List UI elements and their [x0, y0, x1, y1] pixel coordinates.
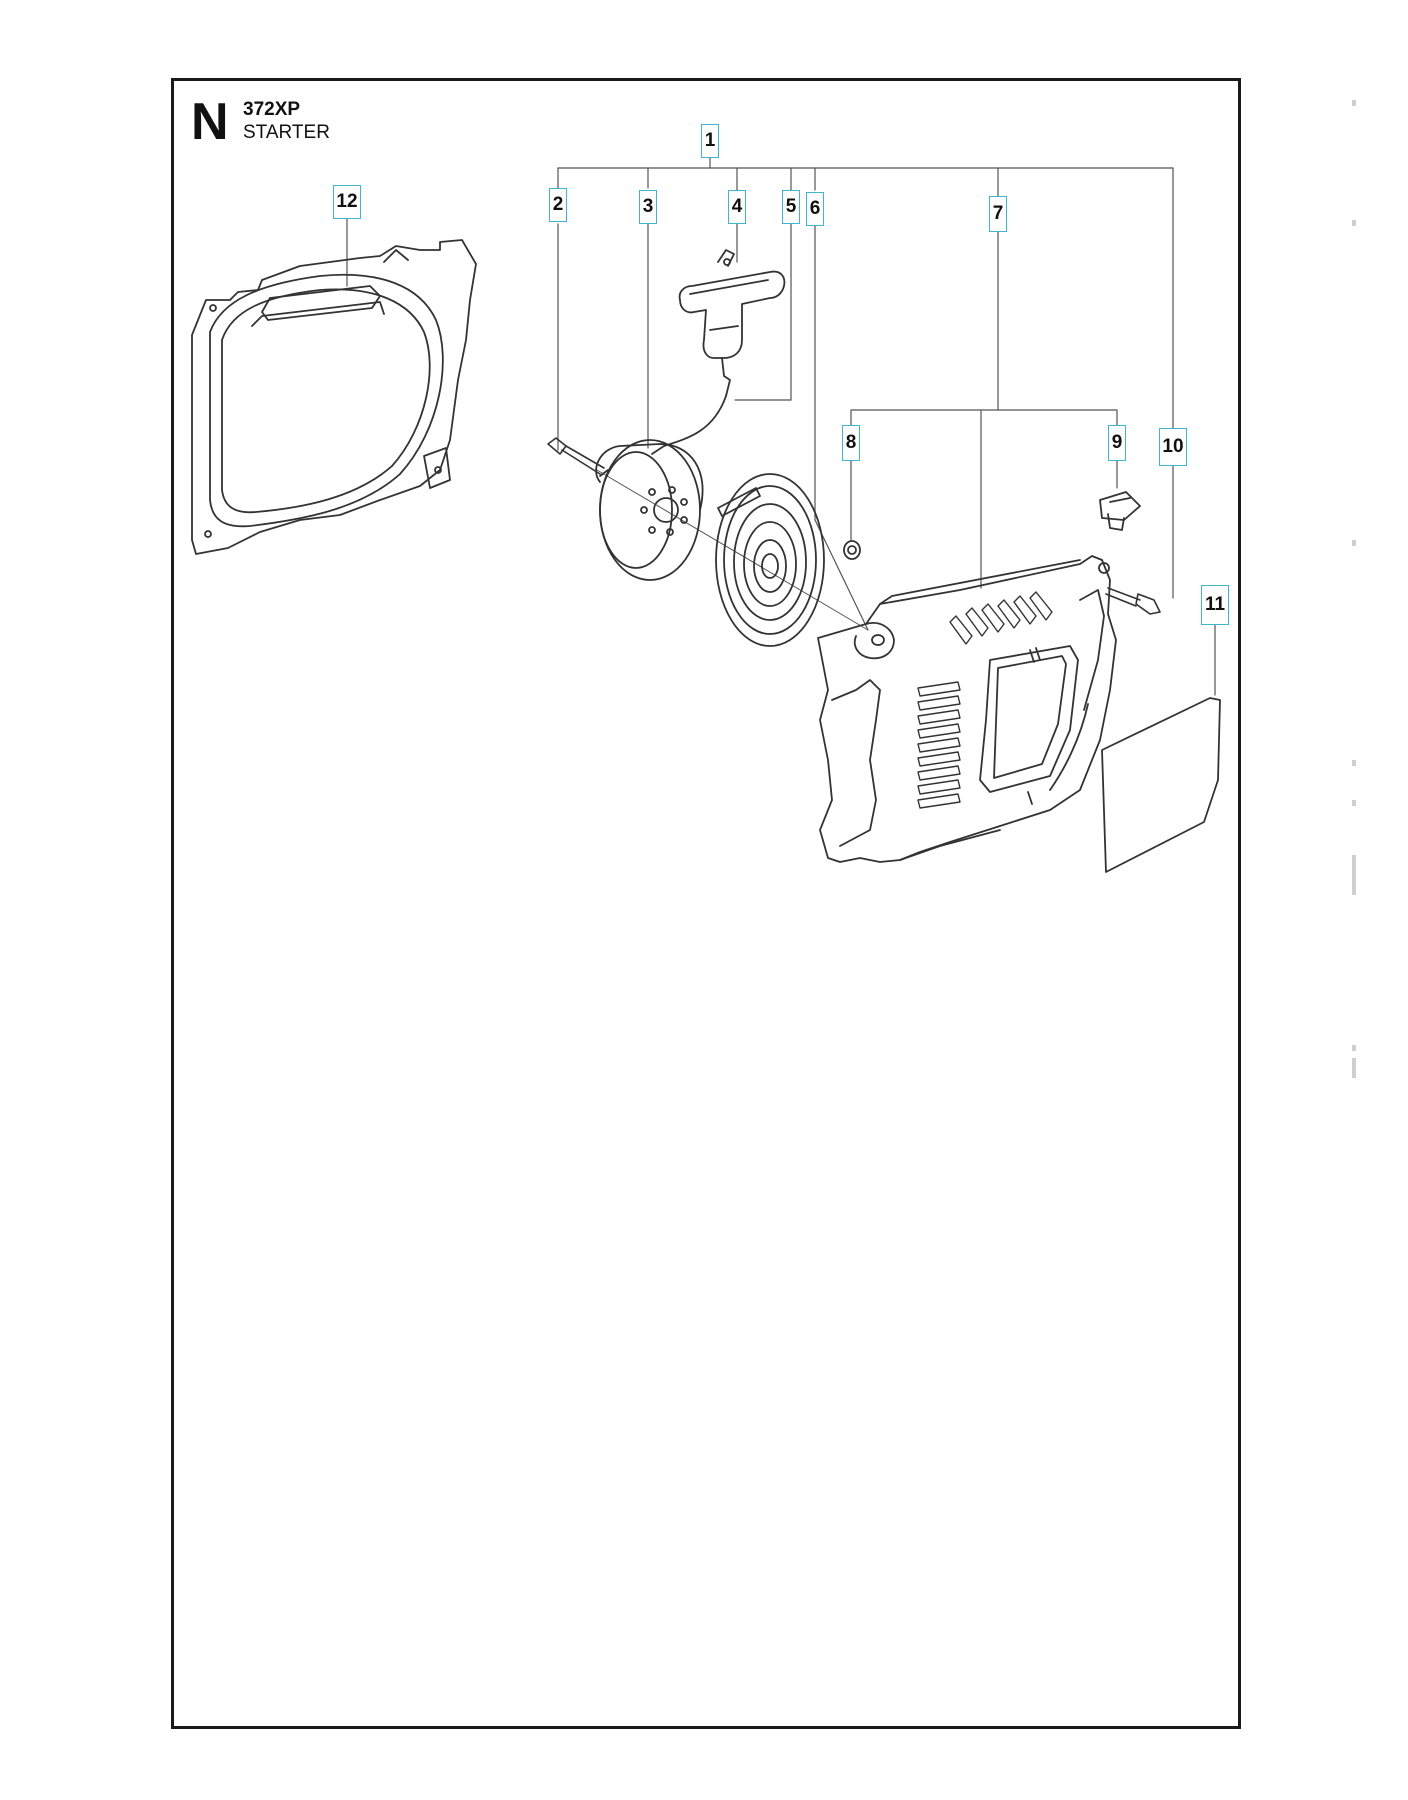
- callout-11: 11: [1201, 585, 1229, 625]
- callout-7: 7: [989, 196, 1007, 232]
- starter-cover-part: [817, 555, 1117, 863]
- recoil-spring-part: [715, 473, 825, 647]
- page-frame: [171, 78, 1241, 1729]
- edge-mark: [1352, 220, 1356, 226]
- callout-8: 8: [842, 425, 860, 461]
- cover-vents: [917, 591, 1053, 809]
- fan-housing-part: [191, 239, 477, 555]
- leader-lines: [346, 157, 1216, 696]
- edge-mark: [1352, 1045, 1356, 1051]
- screw-part-10: [1105, 587, 1161, 615]
- callout-2: 2: [549, 188, 567, 222]
- starter-handle-part: [651, 249, 786, 455]
- rope-pulley-part: [595, 439, 704, 581]
- section-letter: N: [191, 93, 229, 151]
- callout-10: 10: [1159, 428, 1187, 466]
- edge-mark: [1352, 760, 1356, 766]
- callout-3: 3: [639, 190, 657, 224]
- nut-part: [843, 540, 861, 560]
- bushing-part: [1099, 491, 1141, 531]
- callout-6: 6: [806, 192, 824, 226]
- callout-5: 5: [782, 190, 800, 224]
- edge-mark: [1352, 1058, 1356, 1078]
- callout-4: 4: [728, 190, 746, 224]
- edge-mark: [1352, 800, 1356, 806]
- section-title: STARTER: [243, 122, 330, 143]
- edge-mark: [1352, 855, 1356, 895]
- callout-1: 1: [701, 124, 719, 158]
- callout-12: 12: [333, 185, 361, 219]
- decal-part: [1101, 697, 1221, 873]
- edge-mark: [1352, 100, 1356, 106]
- model-label: 372XP: [243, 99, 301, 120]
- callout-9: 9: [1108, 425, 1126, 461]
- edge-mark: [1352, 540, 1356, 546]
